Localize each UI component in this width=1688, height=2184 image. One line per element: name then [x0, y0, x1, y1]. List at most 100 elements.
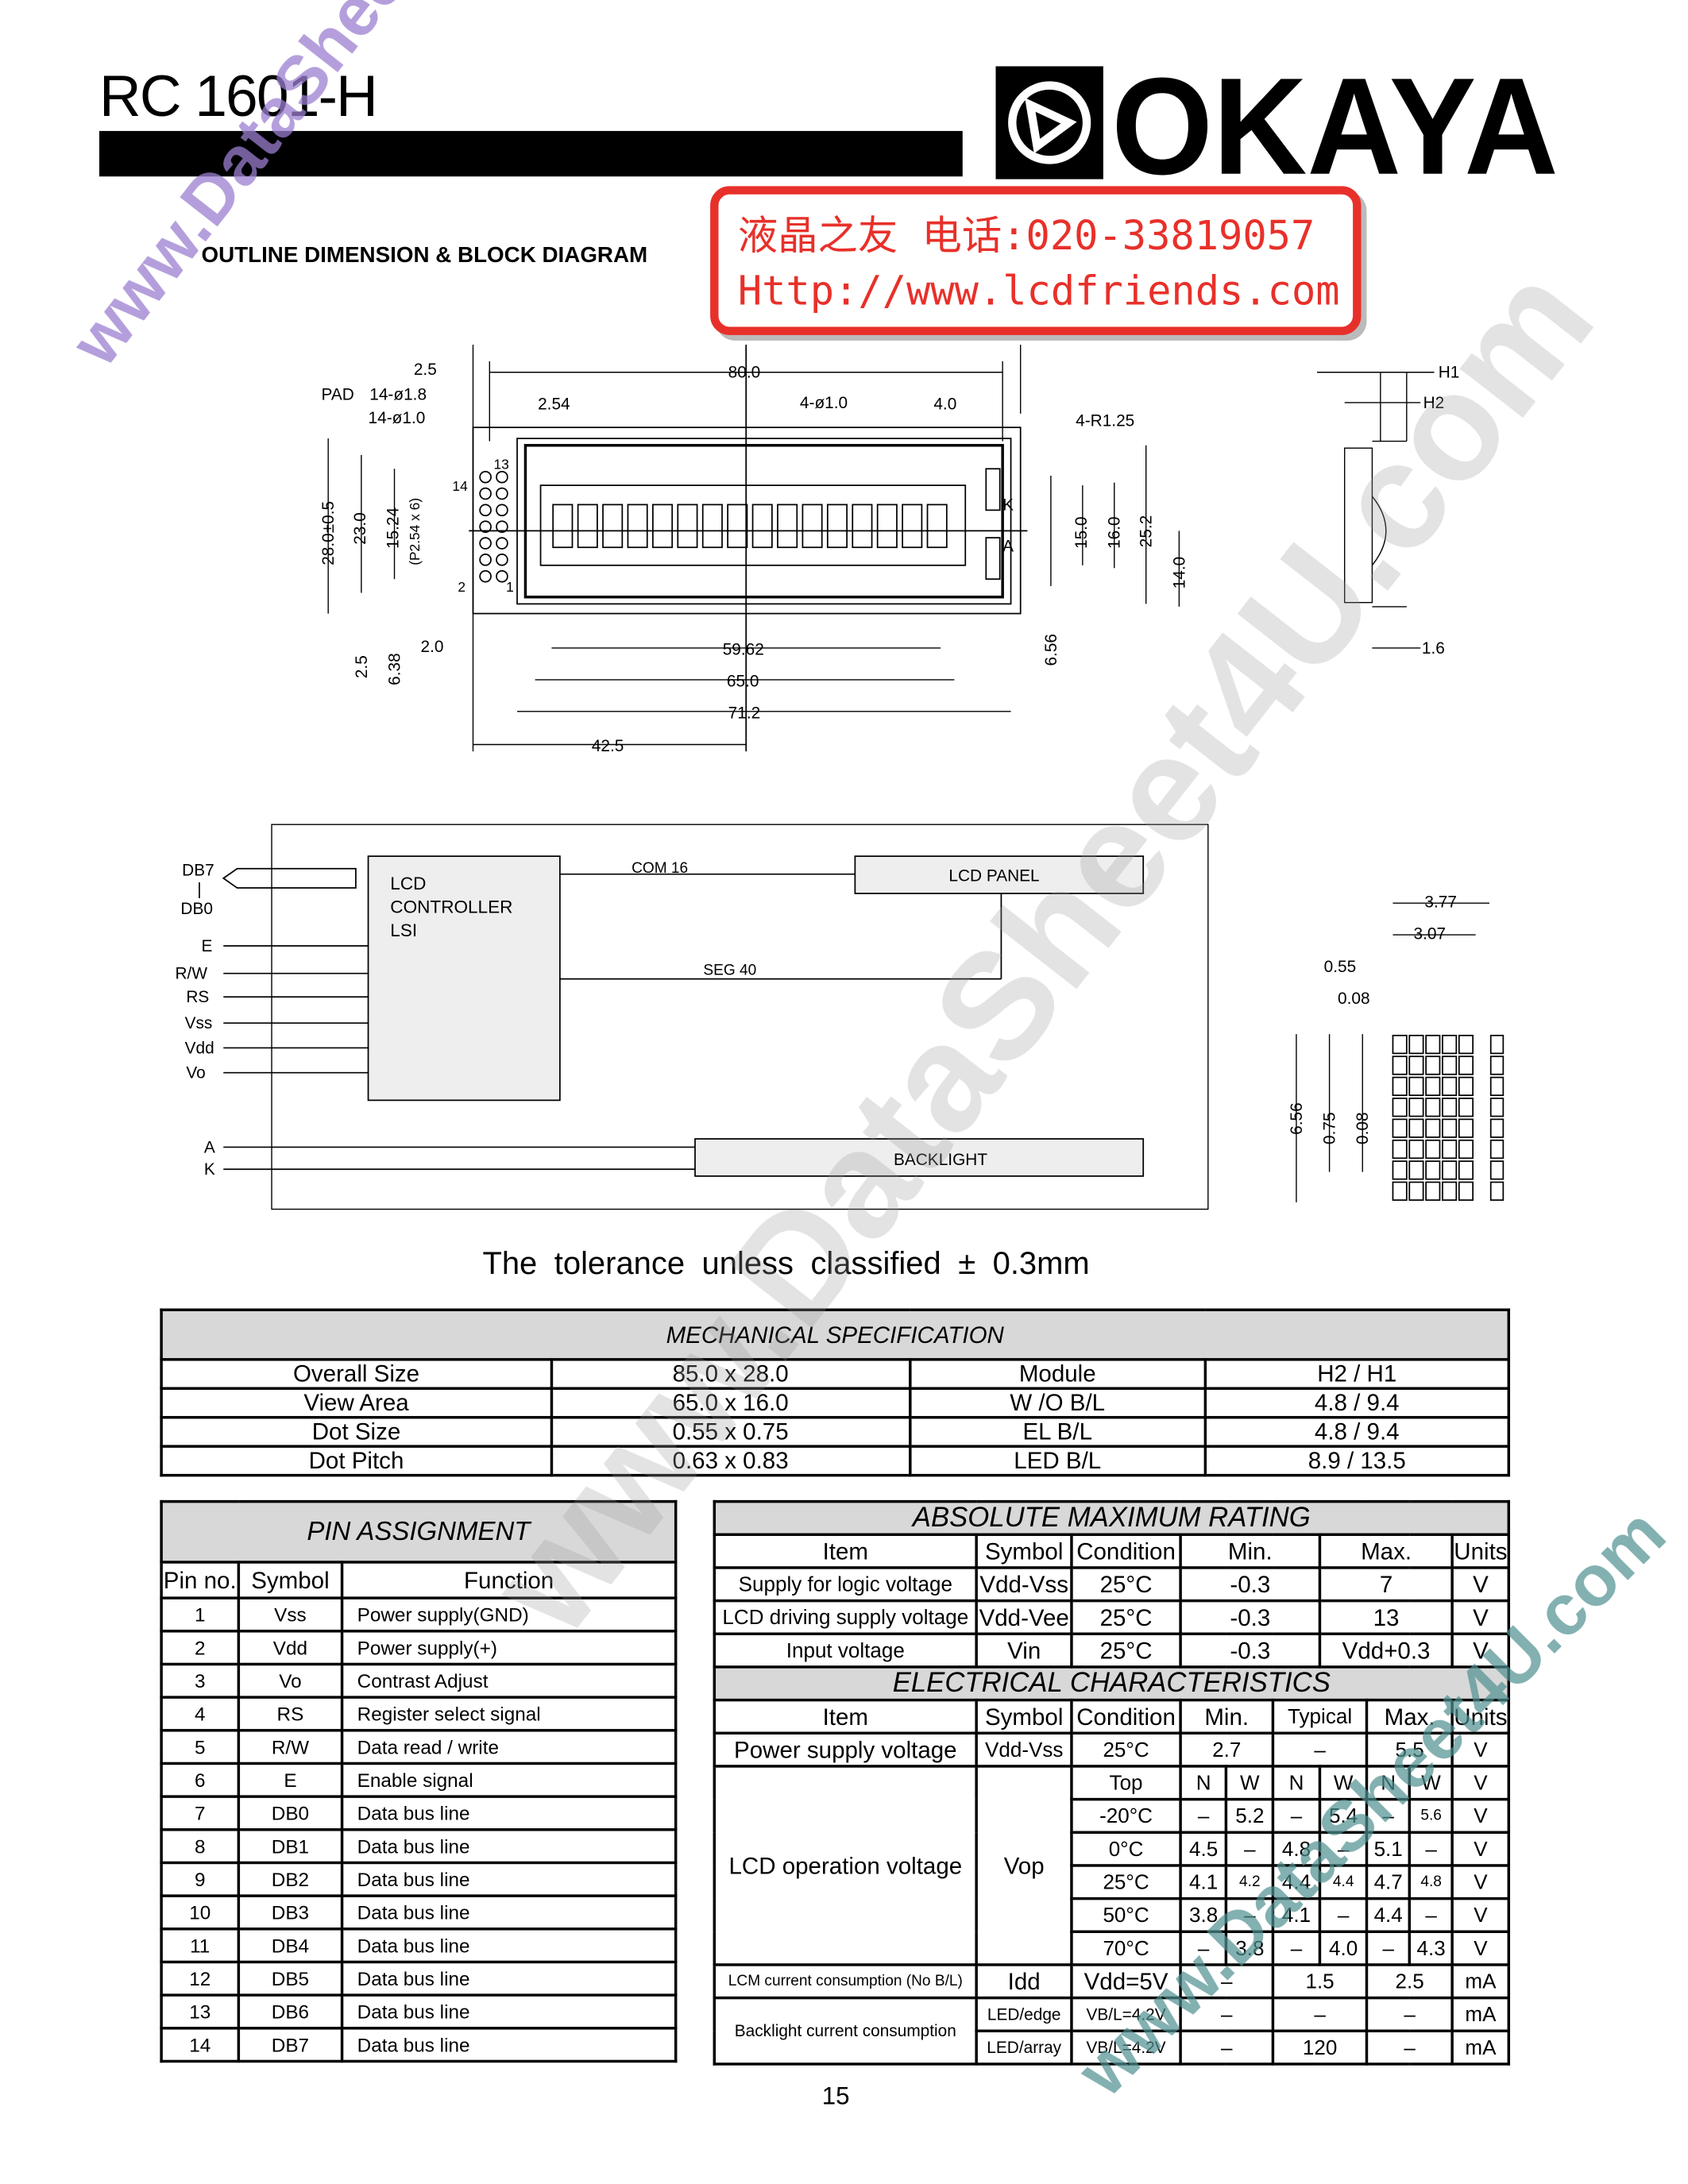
dimension-label: 80.0	[728, 364, 761, 382]
cell: –	[1271, 1797, 1322, 1835]
cell: Vdd+0.3	[1318, 1632, 1454, 1669]
cell: Data read / write	[340, 1729, 678, 1765]
cell: Data bus line	[340, 1795, 678, 1831]
cell: Vss	[237, 1596, 344, 1633]
cell: Power supply(+)	[340, 1630, 678, 1666]
cell: W /O B/L	[908, 1387, 1207, 1419]
dimension-label: 59.62	[723, 641, 764, 659]
cell: –	[1365, 1996, 1454, 2033]
okaya-logo: OKAYA	[995, 66, 1559, 179]
cell: DB4	[237, 1927, 344, 1964]
pin-pad	[496, 537, 508, 550]
dimension-label: 14	[452, 478, 468, 494]
character-cell	[852, 504, 873, 549]
cell: -0.3	[1179, 1566, 1322, 1603]
cell: 70°C	[1070, 1930, 1182, 1966]
cell: N	[1365, 1765, 1412, 1801]
dot	[1425, 1034, 1441, 1055]
cell: 0.55 x 0.75	[550, 1415, 912, 1448]
dot	[1425, 1076, 1441, 1097]
cell: 4.2	[1225, 1864, 1275, 1900]
dimension-label: COM 16	[632, 860, 688, 877]
cell: DB3	[237, 1894, 344, 1931]
cell: –	[1179, 1996, 1275, 2033]
col-header: Item	[713, 1533, 979, 1569]
dot	[1392, 1181, 1408, 1201]
cell: 4.4	[1271, 1864, 1322, 1900]
dot	[1392, 1118, 1408, 1138]
cell: 4.7	[1365, 1864, 1412, 1900]
cell: 25°C	[1070, 1632, 1182, 1669]
cell: 4.4	[1365, 1897, 1412, 1934]
dimension-label: Vdd	[185, 1039, 214, 1057]
cell: R/W	[237, 1729, 344, 1765]
pin-pad	[496, 520, 508, 534]
cell: 2	[160, 1630, 241, 1666]
cell: 8.9 / 13.5	[1203, 1445, 1511, 1477]
character-cell	[627, 504, 648, 549]
cell: DB2	[237, 1861, 344, 1897]
cell: Vin	[975, 1632, 1073, 1669]
cell: 1.5	[1271, 1963, 1369, 2000]
cell: V	[1450, 1831, 1511, 1867]
dot	[1408, 1034, 1424, 1055]
col-header: Max.	[1365, 1698, 1454, 1735]
cell: DB7	[237, 2027, 344, 2063]
cell: 4.0	[1318, 1930, 1369, 1966]
dot	[1392, 1055, 1408, 1075]
cell: 4.1	[1271, 1897, 1322, 1934]
dimension-label: 0.55	[1324, 958, 1357, 976]
dimension-label: E	[201, 937, 212, 955]
dimension-label: 0.08	[1338, 990, 1370, 1008]
dimension-label: |	[197, 881, 201, 899]
dot	[1489, 1076, 1505, 1097]
cell: V	[1450, 1897, 1511, 1934]
cell: –	[1365, 2029, 1454, 2066]
dimension-label: LCD	[390, 874, 426, 893]
cell: DB5	[237, 1960, 344, 1997]
pin-pad	[479, 487, 492, 500]
col-header: Min.	[1179, 1698, 1275, 1735]
pin-pad	[479, 520, 492, 534]
dimension-label: RS	[186, 988, 209, 1006]
dot	[1458, 1160, 1474, 1180]
cell: DB6	[237, 1993, 344, 2030]
col-header: Symbol	[975, 1533, 1073, 1569]
dot	[1489, 1160, 1505, 1180]
cell: LED/array	[975, 2029, 1073, 2066]
character-cell	[652, 504, 674, 549]
dot	[1408, 1139, 1424, 1160]
character-cell	[751, 504, 773, 549]
cell: 5.5	[1365, 1731, 1454, 1768]
cell: LCD driving supply voltage	[713, 1599, 979, 1636]
cell: Data bus line	[340, 1828, 678, 1865]
pin-pad	[479, 504, 492, 517]
cell: V	[1450, 1731, 1511, 1768]
cell: H2 / H1	[1203, 1358, 1511, 1390]
cell: Backlight current consumption	[713, 1996, 979, 2066]
dimension-label: H1	[1439, 364, 1460, 382]
dimension-label: R/W	[175, 965, 207, 983]
dot	[1392, 1076, 1408, 1097]
dot	[1408, 1118, 1424, 1138]
dimension-label: A	[204, 1138, 215, 1156]
cell: 9	[160, 1861, 241, 1897]
cell: –	[1318, 1831, 1369, 1867]
cell: –	[1271, 1731, 1369, 1768]
cell: VB/L=4.2V	[1070, 2029, 1182, 2066]
dimension-label: SEG 40	[703, 962, 756, 978]
dot	[1489, 1181, 1505, 1201]
cell: –	[1179, 1930, 1228, 1966]
dimension-label: 2.5	[414, 361, 437, 379]
cell: 5.2	[1225, 1797, 1275, 1835]
dot	[1408, 1160, 1424, 1180]
cell: 0°C	[1070, 1831, 1182, 1867]
dot	[1489, 1139, 1505, 1160]
cell: Dot Pitch	[160, 1445, 553, 1477]
dot	[1489, 1118, 1505, 1138]
dimension-label: (P2.54 x 6)	[407, 498, 423, 565]
